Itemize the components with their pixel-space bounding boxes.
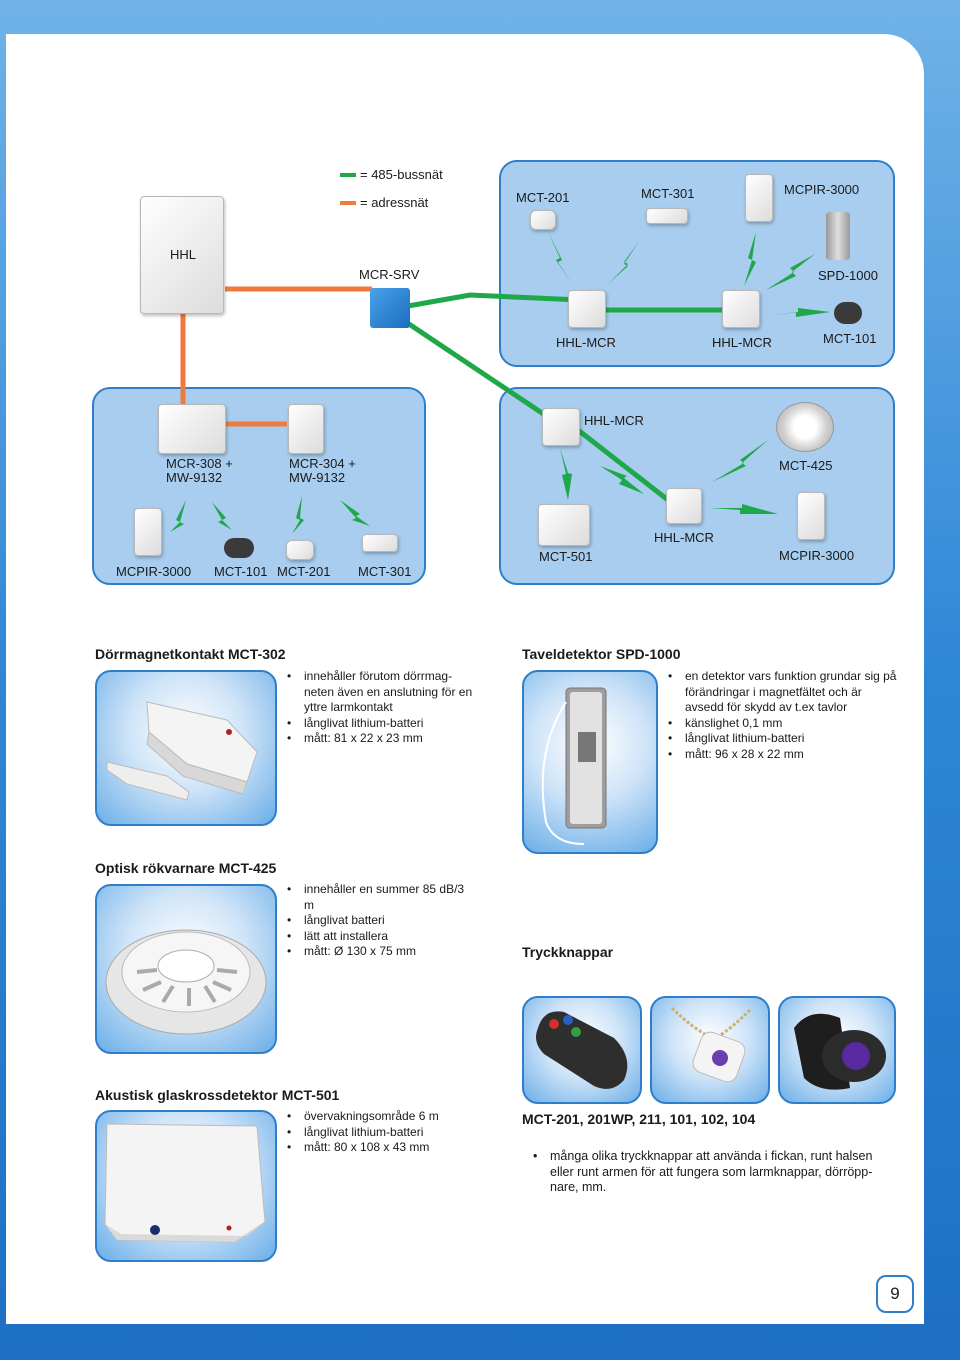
mct302-bullet: långlivat lithium-batteri <box>287 716 477 732</box>
spd1000-bullet: känslighet 0,1 mm <box>668 716 898 732</box>
pendant-illustration <box>670 1006 752 1083</box>
mct501-bullet: långlivat lithium-batteri <box>287 1125 487 1141</box>
mct425-bullet: lätt att installera <box>287 929 467 945</box>
tr-mct201-device <box>530 210 556 230</box>
mct501-bullets: övervakningsområde 6 m långlivat lithium… <box>287 1109 487 1156</box>
spd1000-bullets: en detektor vars funktion grundar sig på… <box>668 669 898 762</box>
bl-mw9132a-label: MW-9132 <box>166 470 223 485</box>
tr-mcpir3000-label: MCPIR-3000 <box>784 182 860 197</box>
br-hhlmcr2-label: HHL-MCR <box>654 530 714 545</box>
tr-hhlmcr2-device <box>722 290 760 328</box>
bl-mcpir3000-label: MCPIR-3000 <box>116 564 192 579</box>
mct302-bullet: mått: 81 x 22 x 23 mm <box>287 731 477 747</box>
mct501-title: Akustisk glaskrossdetektor MCT-501 <box>95 1087 340 1103</box>
tr-spd1000-label: SPD-1000 <box>818 268 878 283</box>
br-mct425-label: MCT-425 <box>779 458 833 473</box>
bl-mcpir3000-device <box>134 508 162 556</box>
glassbreak-illustration <box>104 1123 266 1243</box>
bl-mcr304-label: MCR-304 + <box>289 456 356 471</box>
tr-mct101-label: MCT-101 <box>823 331 877 346</box>
mct425-photo <box>95 884 277 1054</box>
remote-illustration <box>536 1011 628 1089</box>
tr-mct201-label: MCT-201 <box>516 190 570 205</box>
mct201-bullet: många olika tryckknappar att använda i f… <box>533 1149 883 1196</box>
mct425-bullets: innehåller en summer 85 dB/3 m långlivat… <box>287 882 467 960</box>
mct501-photo <box>95 1110 277 1262</box>
bl-mct301-device <box>362 534 398 552</box>
bl-mcr308-label: MCR-308 + <box>166 456 233 471</box>
bus-line-top <box>407 292 581 309</box>
tr-mcpir3000-device <box>745 174 773 222</box>
br-hhlmcr2-device <box>666 488 702 524</box>
br-hhlmcr1-label: HHL-MCR <box>584 413 644 428</box>
hhl-label: HHL <box>170 247 197 262</box>
tryck-photo-pendant <box>650 996 770 1104</box>
bl-mct101-label: MCT-101 <box>214 564 268 579</box>
tr-hhlmcr2-label: HHL-MCR <box>712 335 772 350</box>
wristband-illustration <box>794 1013 886 1090</box>
bl-mct201-device <box>286 540 314 560</box>
mct302-bullet: innehåller förutom dörrmag-neten även en… <box>287 669 477 716</box>
bl-mct101-device <box>224 538 254 558</box>
tr-mct301-label: MCT-301 <box>641 186 695 201</box>
mct501-bullet: övervakningsområde 6 m <box>287 1109 487 1125</box>
spd1000-bullet: mått: 96 x 28 x 22 mm <box>668 747 898 763</box>
tryck-photo-wristband <box>778 996 896 1104</box>
mcr-srv-module <box>370 288 410 328</box>
bus-line-bottom <box>398 315 547 418</box>
bl-mct301-label: MCT-301 <box>358 564 412 579</box>
mct425-bullet: mått: Ø 130 x 75 mm <box>287 944 467 960</box>
tryck-photo-remote <box>522 996 642 1104</box>
br-mct425-device <box>776 402 834 452</box>
tryck-title: Tryckknappar <box>522 944 614 960</box>
radio-links <box>170 232 830 534</box>
br-mct501-device <box>538 504 590 546</box>
tr-mct301-device <box>646 208 688 224</box>
mct302-photo <box>95 670 277 826</box>
tr-mct101-device <box>834 302 862 324</box>
legend-address-label: = adressnät <box>360 195 429 210</box>
mct201-title: MCT-201, 201WP, 211, 101, 102, 104 <box>522 1111 756 1127</box>
mct425-bullet: innehåller en summer 85 dB/3 m <box>287 882 467 913</box>
mct201-bullets: många olika tryckknappar att använda i f… <box>533 1149 883 1196</box>
br-hhlmcr1-device <box>542 408 580 446</box>
spd1000-photo <box>522 670 658 854</box>
spd1000-bullet: långlivat lithium-batteri <box>668 731 898 747</box>
legend-bus-swatch <box>340 173 356 177</box>
door-contact-illustration <box>106 701 258 801</box>
legend-address-swatch <box>340 201 356 205</box>
spd1000-bullet: en detektor vars funktion grundar sig på… <box>668 669 898 716</box>
smoke-detector-illustration <box>105 929 267 1035</box>
br-mct501-label: MCT-501 <box>539 549 593 564</box>
mct302-bullets: innehåller förutom dörrmag-neten även en… <box>287 669 477 747</box>
page-number: 9 <box>876 1275 914 1313</box>
mct425-bullet: långlivat batteri <box>287 913 467 929</box>
panel-top-right <box>499 160 895 367</box>
tr-hhlmcr1-label: HHL-MCR <box>556 335 616 350</box>
bl-mw9132b-label: MW-9132 <box>289 470 346 485</box>
mct302-title: Dörrmagnetkontakt MCT-302 <box>95 646 286 662</box>
mct501-bullet: mått: 80 x 108 x 43 mm <box>287 1140 487 1156</box>
legend-bus-label: = 485-bussnät <box>360 167 443 182</box>
spd1000-illustration <box>541 687 607 845</box>
bus-line-bottom-2 <box>576 428 670 502</box>
mcr-srv-label: MCR-SRV <box>359 267 420 282</box>
bl-mcr308-device <box>158 404 226 454</box>
bl-mct201-label: MCT-201 <box>277 564 331 579</box>
network-diagram-lines <box>170 232 830 534</box>
mct425-title: Optisk rökvarnare MCT-425 <box>95 860 277 876</box>
br-mcpir3000-device <box>797 492 825 540</box>
spd1000-title: Taveldetektor SPD-1000 <box>522 646 681 662</box>
br-mcpir3000-label: MCPIR-3000 <box>779 548 855 563</box>
tr-hhlmcr1-device <box>568 290 606 328</box>
hhl-cabinet <box>140 196 224 314</box>
tr-spd1000-device <box>826 212 850 260</box>
bl-mcr304-device <box>288 404 324 454</box>
